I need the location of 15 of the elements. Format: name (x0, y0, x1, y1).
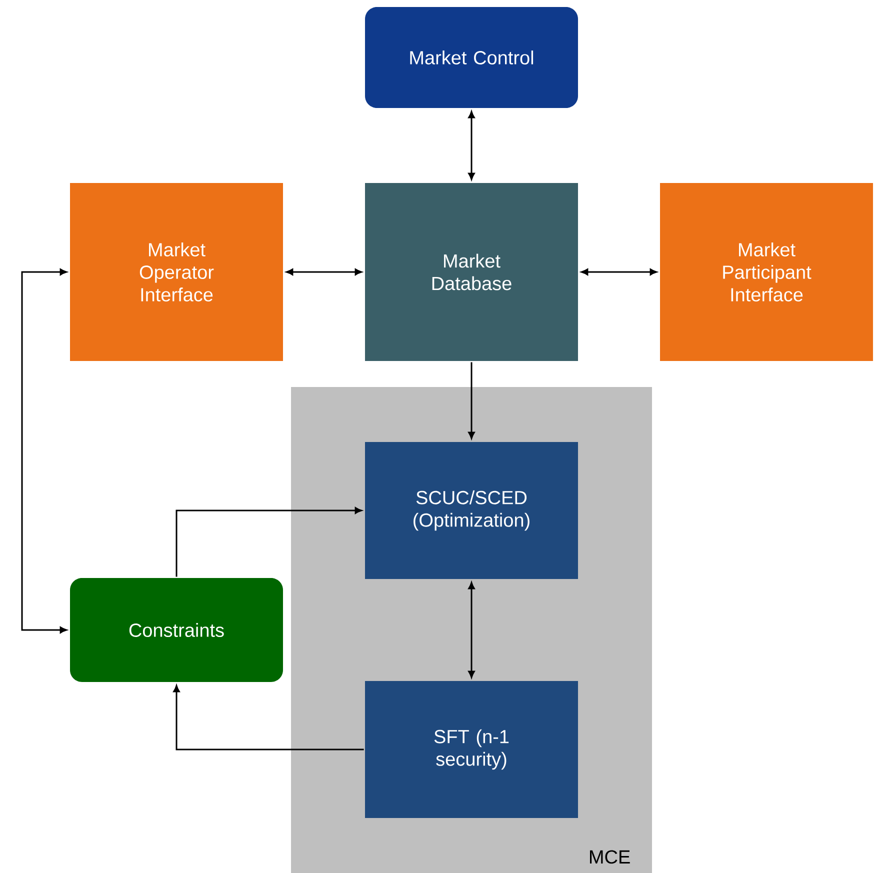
arrow (21, 268, 67, 634)
arrow (468, 111, 475, 180)
process-box: Market Operator Interface (70, 183, 283, 361)
arrow (176, 507, 362, 577)
arrow (581, 268, 657, 276)
database-box: Market Database (365, 183, 578, 361)
arrow (286, 268, 362, 276)
arrow (173, 685, 364, 750)
process-box: SFT (n-1 security) (365, 681, 578, 818)
constraint-box: Constraints (70, 578, 283, 682)
process-box: Market Control (365, 7, 578, 108)
arrow (468, 362, 475, 439)
process-box: Market Participant Interface (660, 183, 874, 361)
arrow (468, 582, 475, 678)
process-box: SCUC/SCED (Optimization) (365, 442, 578, 579)
